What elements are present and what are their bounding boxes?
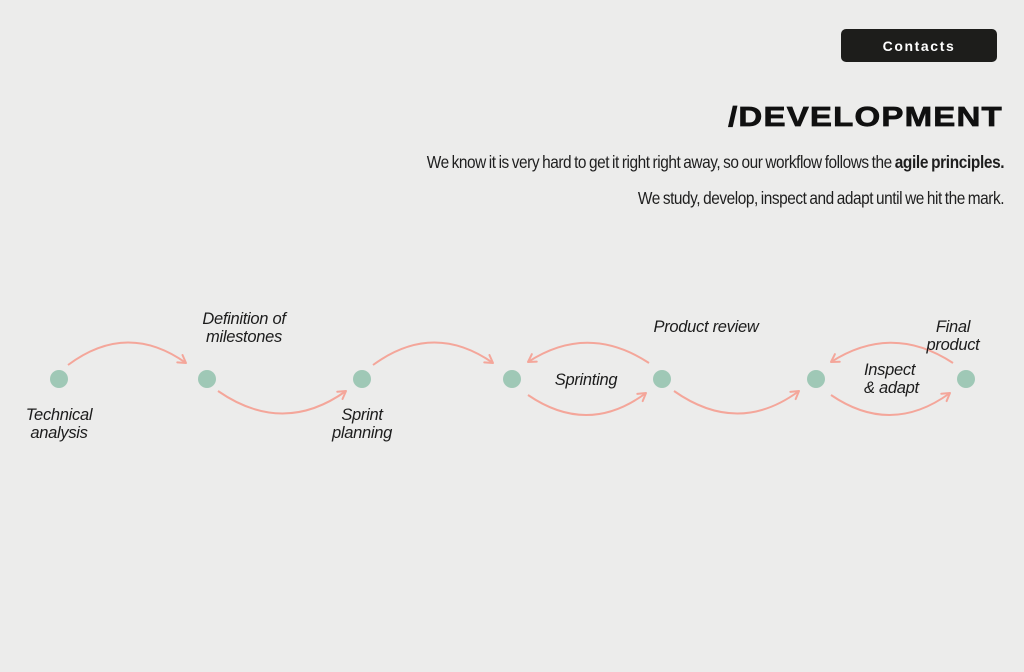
workflow-label-inspect-and-adapt: Inspect & adapt — [864, 361, 919, 397]
section-title: /DEVELOPMENT — [728, 101, 1003, 133]
workflow-dot-3 — [353, 370, 371, 388]
intro-line-1: We know it is very hard to get it right … — [426, 151, 1005, 173]
arrow-step3-to-step4 — [372, 341, 494, 366]
workflow-dot-6 — [807, 370, 825, 388]
workflow-dot-4 — [503, 370, 521, 388]
intro-line-2: We study, develop, inspect and adapt unt… — [637, 188, 1005, 208]
contacts-button[interactable]: Contacts — [841, 29, 997, 62]
workflow-label-definition-of-milestones: Definition of milestones — [202, 310, 286, 346]
arrow-step2-to-step3 — [217, 390, 347, 415]
workflow-dot-7 — [957, 370, 975, 388]
workflow-dot-5 — [653, 370, 671, 388]
intro-line-1-regular: We know it is very hard to get it right … — [426, 152, 895, 172]
intro-line-1-emphasis: agile principles. — [894, 152, 1004, 172]
arrow-step1-to-step2 — [67, 341, 187, 366]
arrow-sprinting-loop-forward — [527, 392, 647, 416]
workflow-label-sprinting: Sprinting — [554, 371, 618, 389]
workflow-label-product-review: Product review — [653, 318, 759, 336]
workflow-label-sprint-planning: Sprint planning — [332, 406, 392, 442]
arrow-step5-to-step6 — [673, 390, 800, 415]
workflow-dot-2 — [198, 370, 216, 388]
workflow-label-final-product: Final product — [926, 318, 980, 354]
arrow-sprinting-loop-back — [527, 341, 650, 364]
workflow-label-technical-analysis: Technical analysis — [25, 406, 93, 442]
workflow-dot-1 — [50, 370, 68, 388]
